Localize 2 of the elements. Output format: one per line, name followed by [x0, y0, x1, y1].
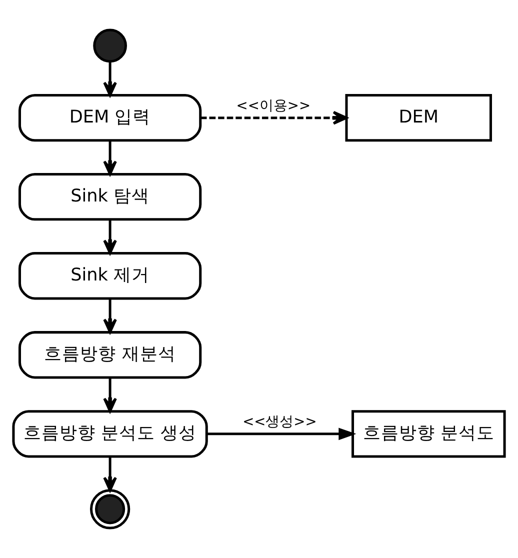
edge-label: <<이용>>	[236, 98, 311, 114]
edge-label: <<생성>>	[242, 414, 317, 430]
